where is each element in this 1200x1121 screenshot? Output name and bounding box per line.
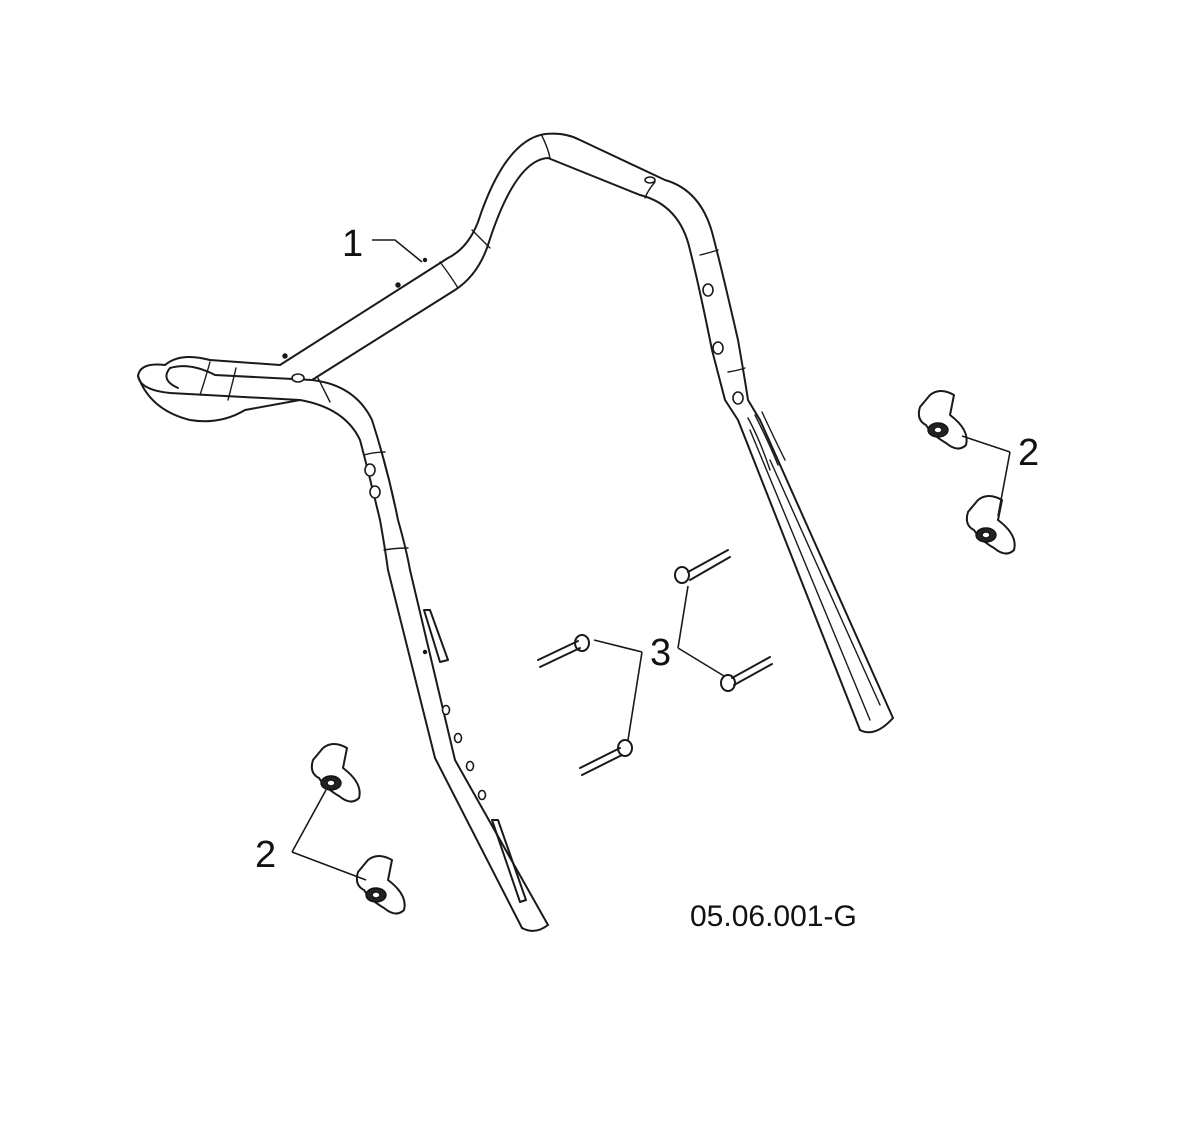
carriage-bolt-icon-4 xyxy=(579,739,633,776)
carriage-bolt-icon-2 xyxy=(537,634,590,668)
callout-1: 1 xyxy=(342,223,363,265)
wing-knob-icon-top-right-2 xyxy=(965,495,1016,555)
callout-3: 3 xyxy=(650,632,671,674)
figure-id: 05.06.001-G xyxy=(690,900,857,933)
callout-2-top-right: 2 xyxy=(1018,432,1039,474)
handlebar-icon xyxy=(137,132,894,932)
wing-knob-icon-bottom-left-2 xyxy=(355,855,406,915)
callout-2-bottom-left: 2 xyxy=(255,834,276,876)
leader-lines xyxy=(291,239,1011,881)
carriage-bolt-icon-3 xyxy=(720,656,773,692)
wing-knob-icon-top-right-1 xyxy=(917,390,968,450)
carriage-bolt-icon-1 xyxy=(674,549,731,584)
wing-knob-icon-bottom-left-1 xyxy=(310,743,361,803)
